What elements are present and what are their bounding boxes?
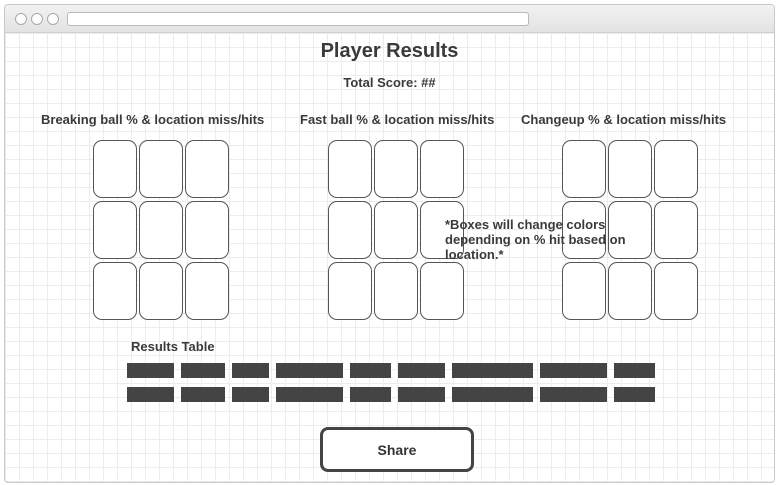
- results-table-cell: [350, 363, 391, 378]
- breaking-ball-heading: Breaking ball % & location miss/hits: [41, 112, 265, 127]
- zone-cell: [139, 262, 183, 320]
- zone-cell: [139, 201, 183, 259]
- changeup-zone-grid: [562, 140, 702, 323]
- results-table-cell: [127, 363, 174, 378]
- page-content: Player Results Total Score: ## Breaking …: [5, 33, 774, 482]
- browser-titlebar: [5, 5, 774, 33]
- zone-cell: [328, 201, 372, 259]
- results-table-cell: [276, 363, 343, 378]
- total-score: Total Score: ##: [343, 75, 436, 90]
- zone-cell: [608, 140, 652, 198]
- results-table-cell: [614, 363, 655, 378]
- share-button[interactable]: Share: [320, 427, 474, 472]
- results-table-cell: [127, 387, 174, 402]
- maximize-window-icon[interactable]: [47, 13, 59, 25]
- zone-cell: [185, 262, 229, 320]
- results-table-cell: [398, 387, 445, 402]
- zone-cell: [93, 140, 137, 198]
- results-table-cell: [232, 387, 269, 402]
- fast-ball-zone-grid: [328, 140, 468, 323]
- zone-cell: [608, 262, 652, 320]
- results-table-cell: [452, 387, 533, 402]
- zone-cell: [562, 201, 606, 259]
- results-table-cell: [452, 363, 533, 378]
- zone-cell: [93, 201, 137, 259]
- breaking-ball-zone-grid: [93, 140, 233, 323]
- zone-cell: [420, 201, 464, 259]
- results-table-cell: [232, 363, 269, 378]
- changeup-heading: Changeup % & location miss/hits: [521, 112, 727, 127]
- zone-cell: [420, 140, 464, 198]
- results-table-cell: [350, 387, 391, 402]
- results-table-cell: [540, 363, 607, 378]
- zone-cell: [562, 262, 606, 320]
- results-table-cell: [614, 387, 655, 402]
- zone-cell: [654, 262, 698, 320]
- zone-cell: [654, 140, 698, 198]
- zone-cell: [374, 140, 418, 198]
- zone-cell: [374, 201, 418, 259]
- results-table-cell: [276, 387, 343, 402]
- results-table-heading: Results Table: [131, 339, 215, 354]
- minimize-window-icon[interactable]: [31, 13, 43, 25]
- close-window-icon[interactable]: [15, 13, 27, 25]
- browser-window: Player Results Total Score: ## Breaking …: [4, 4, 775, 483]
- zone-cell: [185, 140, 229, 198]
- results-table-cell: [181, 363, 225, 378]
- zone-cell: [420, 262, 464, 320]
- zone-cell: [374, 262, 418, 320]
- page-title: Player Results: [320, 40, 459, 62]
- results-table-cell: [398, 363, 445, 378]
- zone-cell: [139, 140, 183, 198]
- zone-cell: [562, 140, 606, 198]
- zone-cell: [328, 140, 372, 198]
- fast-ball-heading: Fast ball % & location miss/hits: [300, 112, 495, 127]
- zone-cell: [654, 201, 698, 259]
- zone-cell: [185, 201, 229, 259]
- color-note: *Boxes will change colors depending on %…: [445, 217, 626, 262]
- zone-cell: [608, 201, 652, 259]
- address-bar[interactable]: [67, 12, 529, 26]
- zone-cell: [328, 262, 372, 320]
- results-table-cell: [540, 387, 607, 402]
- zone-cell: [93, 262, 137, 320]
- results-table-cell: [181, 387, 225, 402]
